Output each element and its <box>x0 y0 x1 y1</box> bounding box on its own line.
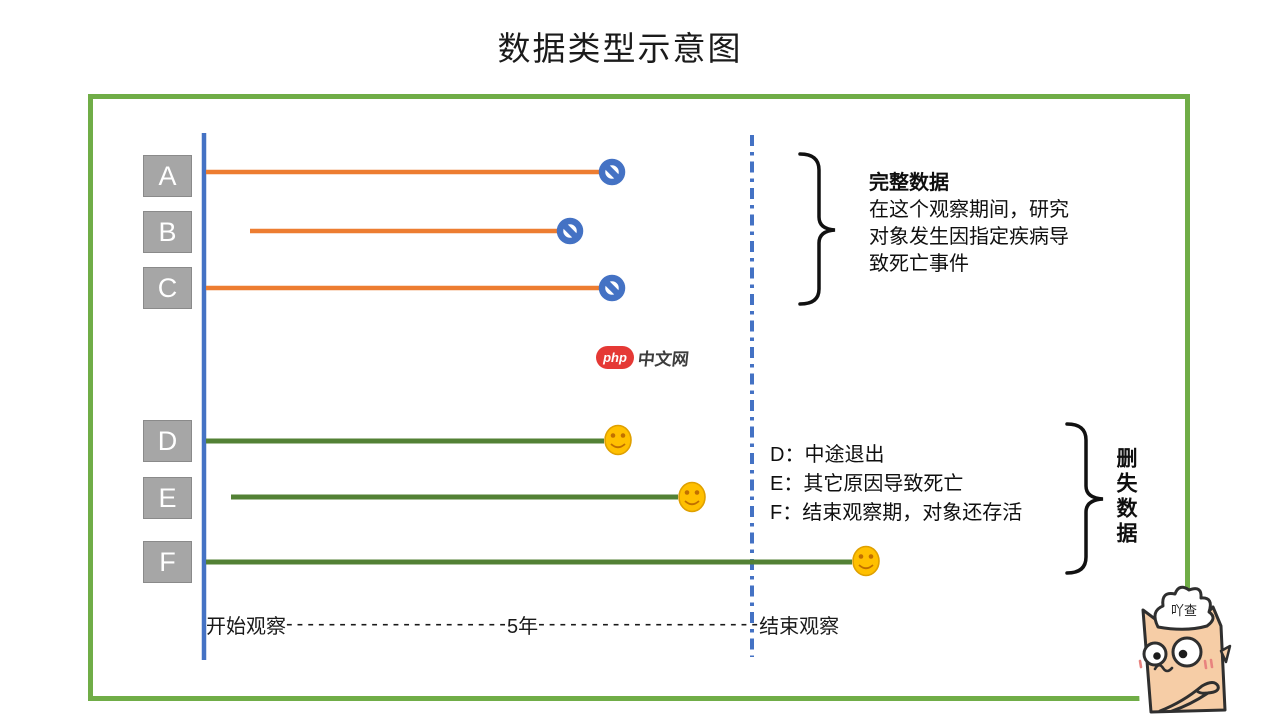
axis-start-label: 开始观察 <box>206 616 286 638</box>
alive-smiley-icon-f <box>852 545 880 577</box>
axis-mid-label: 5年 <box>507 616 539 638</box>
row-label-d: D <box>143 420 192 462</box>
cat-right-pupil <box>1178 649 1188 659</box>
axis-end-label: 结束观察 <box>759 616 840 638</box>
alive-smiley-icon-e <box>678 481 706 513</box>
row-label-b: B <box>143 211 192 253</box>
censored-data-brace <box>1065 422 1104 575</box>
legend-item-f: F：结束观察期，对象还存活 <box>770 502 1023 524</box>
complete-data-brace <box>798 152 836 306</box>
complete-data-line: 对象发生因指定疾病导 <box>869 226 1069 248</box>
diagram-frame <box>88 94 1190 701</box>
complete-data-line: 致死亡事件 <box>869 253 969 275</box>
axis-dashes-left: ------------------------ <box>286 613 507 635</box>
death-event-icon-c <box>602 278 622 298</box>
cat-left-pupil <box>1153 652 1161 660</box>
axis-dashes-right: ------------------------ <box>538 613 760 635</box>
death-event-icon-b <box>560 221 580 241</box>
cat-mascot: 吖查 <box>1136 585 1238 715</box>
alive-smiley-icon-d <box>604 424 632 456</box>
complete-data-note: 完整数据 在这个观察期间，研究 对象发生因指定疾病导 致死亡事件 <box>869 170 1069 278</box>
row-label-c: C <box>143 267 192 309</box>
cat-blush <box>1203 658 1214 670</box>
legend-item-e: E：其它原因导致死亡 <box>770 473 964 495</box>
complete-data-line: 在这个观察期间，研究 <box>869 199 1069 221</box>
censored-data-legend: D：中途退出 E：其它原因导致死亡 F：结束观察期，对象还存活 <box>770 441 1022 528</box>
cat-paw <box>1158 681 1220 713</box>
row-label-f: F <box>143 541 192 583</box>
censored-data-label: 删失数据 <box>1114 447 1137 547</box>
php-logo-badge: php <box>596 346 634 369</box>
php-logo-name: 中文网 <box>636 350 690 369</box>
cat-blush-left <box>1138 659 1143 669</box>
page-title: 数据类型示意图 <box>497 30 743 67</box>
chef-hat-text: 吖查 <box>1171 603 1197 618</box>
row-label-a: A <box>143 155 192 197</box>
death-event-icon-a <box>602 162 622 182</box>
complete-data-heading: 完整数据 <box>869 172 949 194</box>
cat-mouth <box>1153 663 1174 673</box>
row-label-e: E <box>143 477 192 519</box>
cat-side-ear <box>1219 644 1232 664</box>
timeline-axis: 开始观察 ------------------------ 5年 -------… <box>206 610 839 639</box>
legend-item-d: D：中途退出 <box>770 444 885 466</box>
cat-right-eye <box>1171 636 1203 668</box>
chef-hat <box>1153 585 1215 631</box>
site-watermark: php 中文网 <box>596 345 690 370</box>
